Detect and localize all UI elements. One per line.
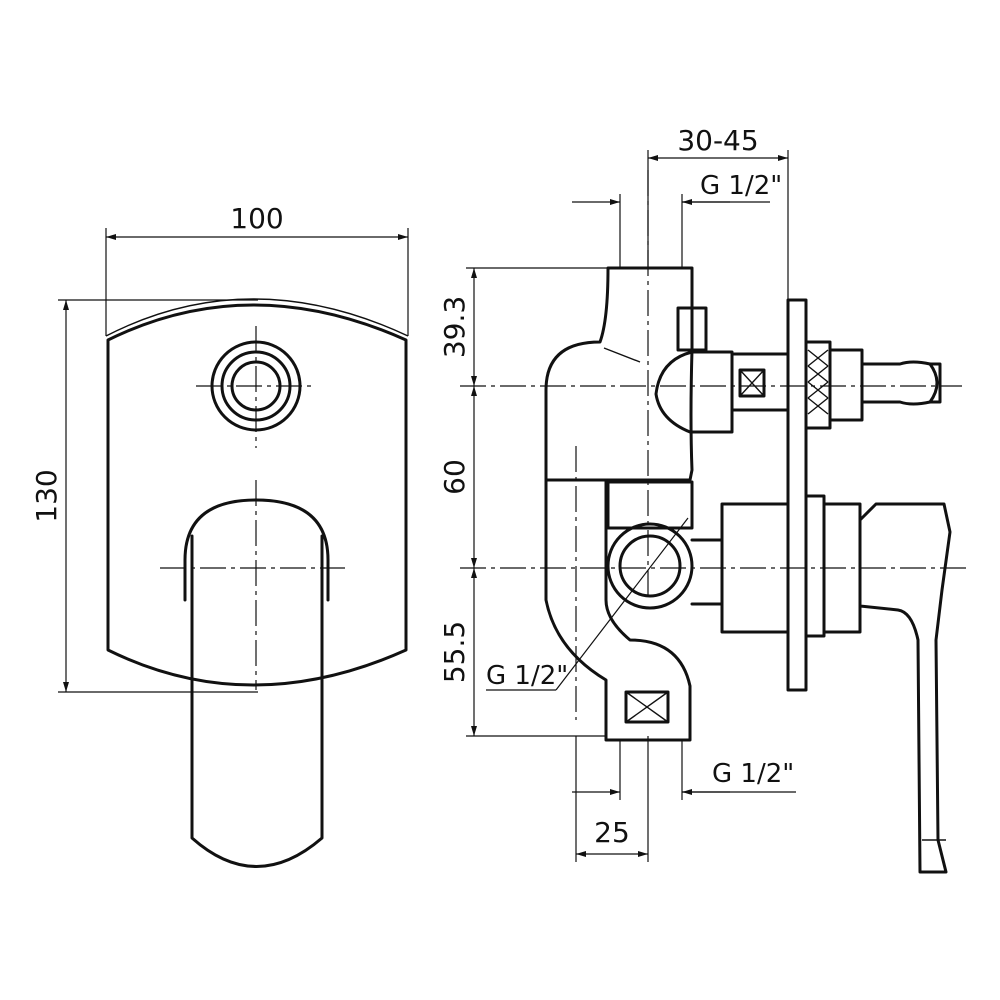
cartridge-port: [606, 522, 694, 610]
wall-plate: [786, 298, 808, 692]
lever-handle-side: [858, 502, 952, 874]
dim-width-label: 100: [230, 202, 283, 235]
diverter-stem: [730, 352, 790, 412]
valve-body-lower: [544, 478, 692, 742]
valve-body-upper-inner: [603, 347, 641, 363]
bottom-thread-label: G 1/2": [712, 759, 794, 789]
bottom-stem: [624, 690, 670, 724]
valve-body-upper: [544, 266, 694, 482]
cover-plate: [106, 303, 408, 687]
cartridge-connector: [690, 538, 724, 606]
top-thread-label: G 1/2": [700, 171, 782, 201]
knurled-knob: [804, 340, 942, 430]
side-port-shape: [654, 350, 734, 434]
offset-label: 25: [594, 816, 630, 849]
side-thread-label: G 1/2": [486, 661, 568, 691]
side-thread-leader: [555, 517, 689, 691]
middle-height-label: 60: [438, 459, 471, 495]
lower-height-label: 55.5: [438, 621, 471, 683]
side-port: [676, 306, 708, 352]
front-view: 100 130: [30, 202, 409, 868]
dim-depth-label: 30-45: [677, 124, 758, 157]
mixer-flange: [804, 494, 826, 638]
cover-plate-inner-edge: [105, 298, 409, 337]
upper-height-label: 39.3: [438, 296, 471, 358]
side-view: 30-45 G 1/2" 39.3 60 55.5 G 1/2" G 1/2": [438, 124, 970, 874]
dim-height-label: 130: [30, 469, 63, 522]
cartridge-block: [606, 480, 694, 530]
